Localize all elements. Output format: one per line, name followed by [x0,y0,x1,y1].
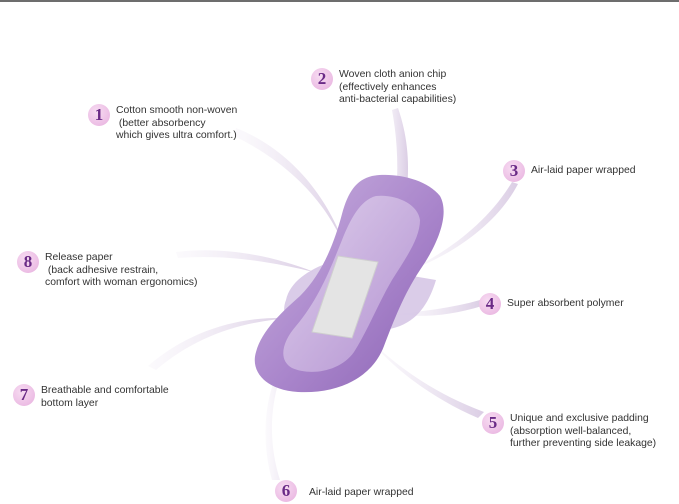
ribbon-2 [378,108,409,268]
callout-5-text: Unique and exclusive padding(absorption … [510,413,657,450]
ribbon-1 [234,128,346,250]
callout-1-number: 1 [88,104,110,126]
ribbon-8 [176,250,314,272]
callout-6-text: Air-laid paper wrapped [309,487,414,498]
callout-8-text: Release paper (back adhesive restrain,co… [45,252,198,289]
callout-2: 2 Woven cloth anion chip(effectively enh… [311,68,456,107]
callout-3-text: Air-laid paper wrapped [531,165,636,176]
sanitary-pad [254,174,444,393]
callout-5-number: 5 [482,412,504,434]
top-border-line [0,0,679,2]
callout-4-text: Super absorbent polymer [507,298,624,309]
callout-7-number: 7 [13,384,35,406]
callout-8-number: 8 [17,251,39,273]
callout-3-number: 3 [503,160,525,182]
callout-3: 3 Air-laid paper wrapped [503,160,636,182]
callout-8: 8 Release paper (back adhesive restrain,… [17,251,197,290]
absorbent-strip [311,255,379,339]
ribbon-3 [406,182,518,272]
callout-4-number: 4 [479,293,501,315]
ribbon-7 [148,317,290,370]
ribbon-5 [368,338,484,418]
callout-5: 5 Unique and exclusive padding(absorptio… [482,412,656,451]
callout-4: 4 Super absorbent polymer [479,293,624,315]
callout-6: 6 Air-laid paper wrapped [275,480,414,502]
callout-2-number: 2 [311,68,333,90]
callout-6-number: 6 [275,480,297,502]
callout-1-text: Cotton smooth non-woven (better absorben… [116,105,238,142]
callout-2-text: Woven cloth anion chip(effectively enhan… [339,69,457,106]
callout-1: 1 Cotton smooth non-woven (better absorb… [88,104,237,143]
